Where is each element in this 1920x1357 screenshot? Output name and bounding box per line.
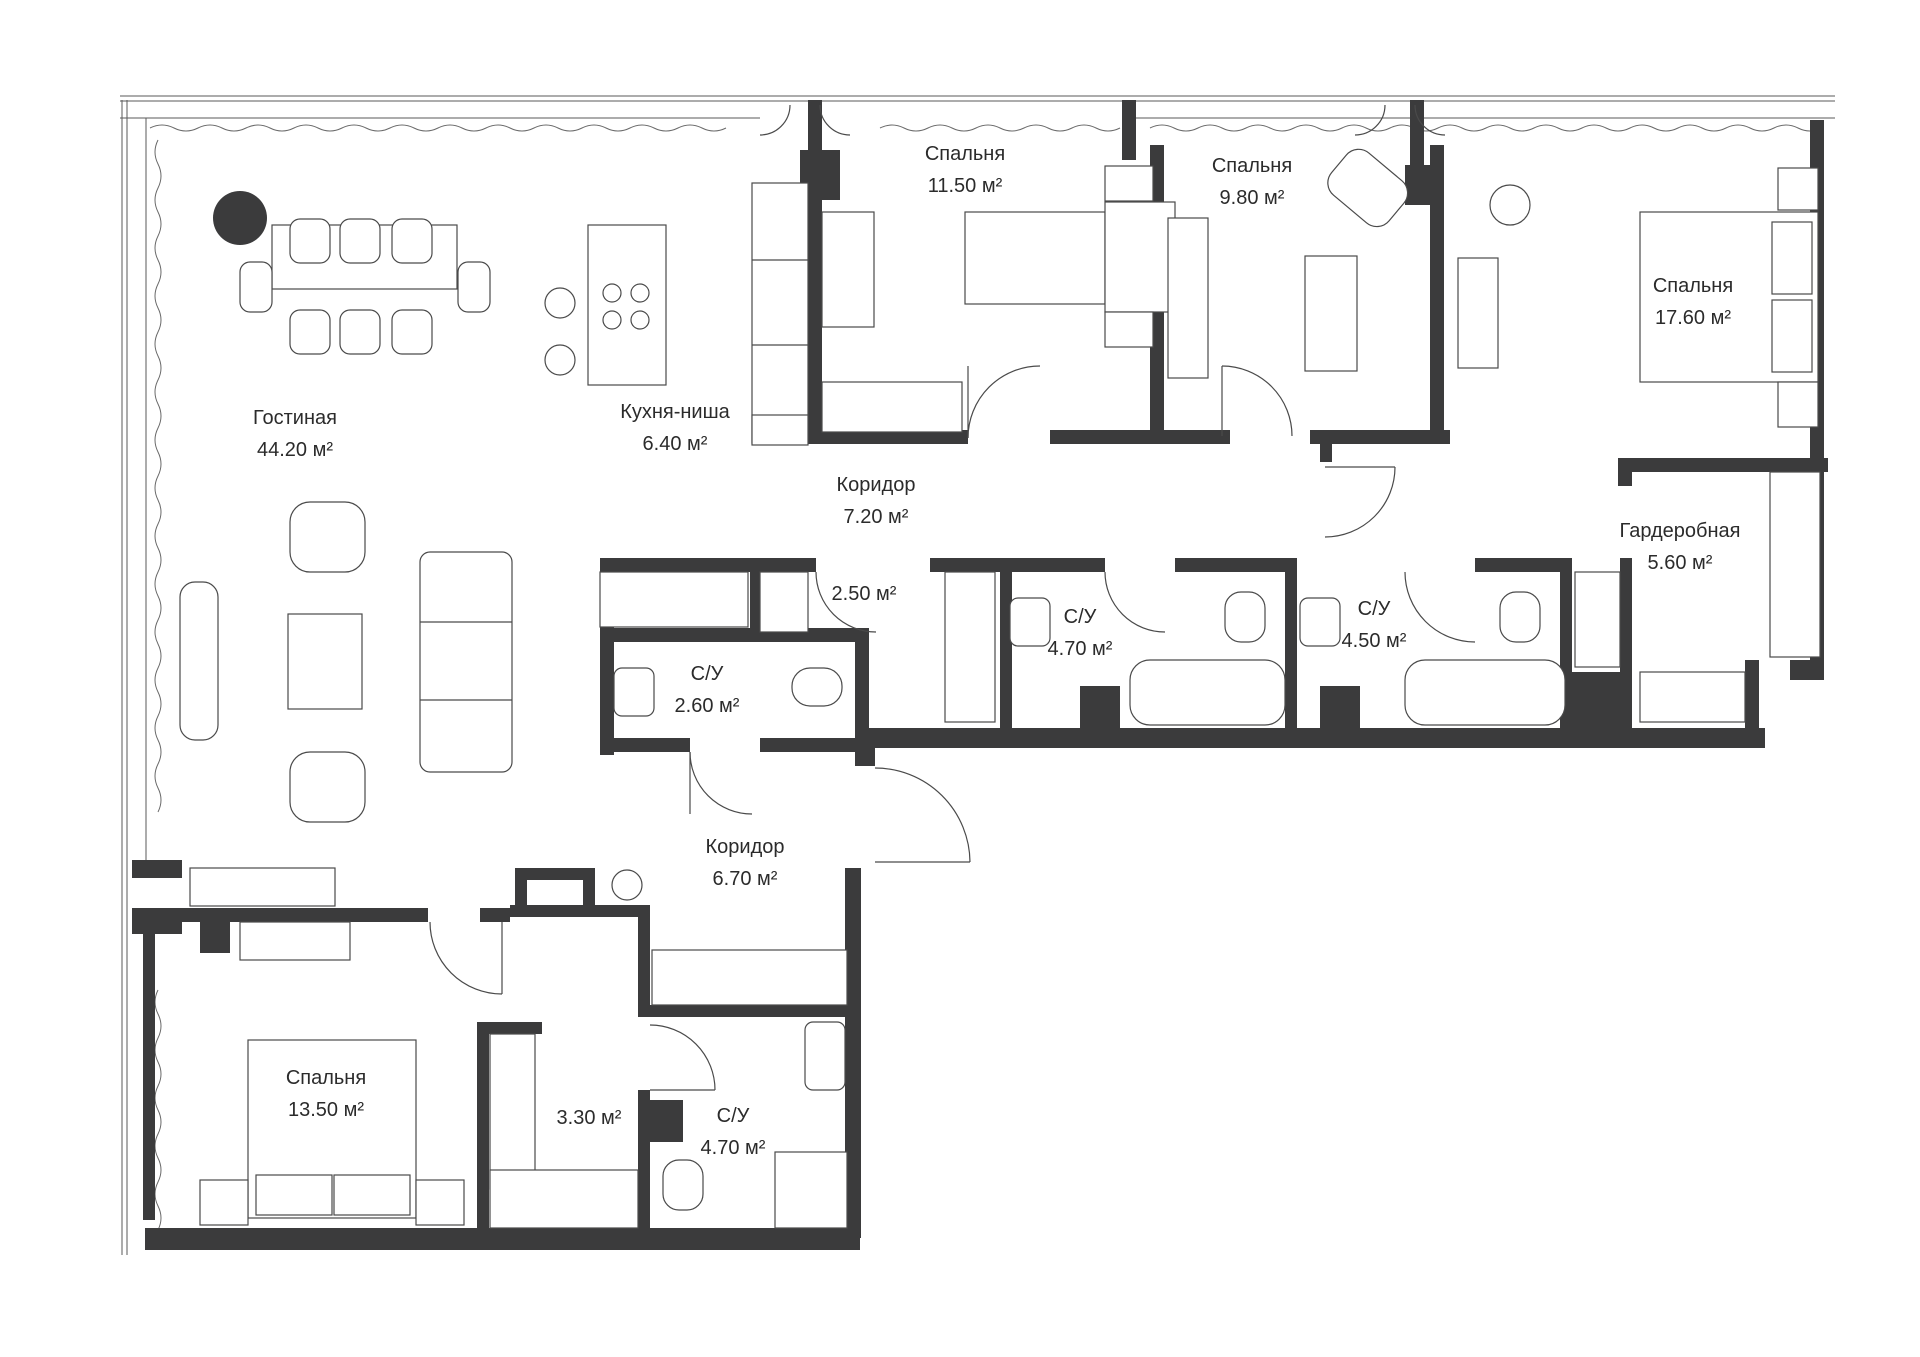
- bed-icon: [1639, 167, 1819, 428]
- room-name-bedroom3: Спальня: [1653, 275, 1733, 297]
- coffee-table-icon: [287, 613, 363, 710]
- hangers-icon: [489, 1169, 639, 1229]
- hangers-icon: [651, 949, 848, 1006]
- room-name-bath1: С/У: [691, 663, 724, 685]
- toilet-icon: [791, 667, 843, 707]
- room-area-wardrobe1: 5.60 м²: [1648, 552, 1713, 574]
- room-name-bedroom2: Спальня: [1212, 155, 1292, 177]
- shower-icon: [774, 1151, 848, 1229]
- wardrobe-icon: [1457, 257, 1499, 369]
- room-name-corridor1: Коридор: [837, 474, 916, 496]
- room-area-storage1: 2.50 м²: [832, 583, 897, 605]
- room-area-living: 44.20 м²: [257, 439, 333, 461]
- armchair-icon: [289, 751, 366, 823]
- hangers-icon: [759, 571, 809, 633]
- kitchen-island-icon: [544, 224, 667, 386]
- glazing-top: [120, 95, 1835, 132]
- sofa-icon: [419, 551, 513, 773]
- room-labels: Гостиная 44.20 м² Кухня-ниша 6.40 м² Спа…: [253, 143, 1740, 1159]
- plant-icon: [213, 191, 267, 245]
- toilet-icon: [662, 1159, 704, 1211]
- sink-icon: [1009, 597, 1051, 647]
- room-name-bedroom1: Спальня: [925, 143, 1005, 165]
- room-name-corridor2: Коридор: [706, 836, 785, 858]
- bed-icon: [199, 1039, 465, 1226]
- room-area-bath4: 4.70 м²: [701, 1137, 766, 1159]
- room-area-corridor2: 6.70 м²: [713, 868, 778, 890]
- furniture: [179, 148, 1821, 1229]
- room-area-bedroom2: 9.80 м²: [1220, 187, 1285, 209]
- desk-icon: [821, 211, 963, 433]
- sink-icon: [804, 1021, 846, 1091]
- room-name-kitchen: Кухня-ниша: [620, 401, 730, 423]
- table-round-icon: [611, 869, 643, 901]
- room-name-wardrobe1: Гардеробная: [1620, 520, 1741, 542]
- room-area-bedroom3: 17.60 м²: [1655, 307, 1731, 329]
- hangers-icon: [1639, 671, 1746, 723]
- room-name-bedroom4: Спальня: [286, 1067, 366, 1089]
- table-round-icon: [1489, 184, 1531, 226]
- bathtub-icon: [1404, 659, 1566, 726]
- toilet-icon: [1224, 591, 1266, 643]
- room-area-bedroom1: 11.50 м²: [928, 175, 1003, 197]
- armchair-icon: [289, 501, 366, 573]
- wardrobe-icon: [239, 921, 351, 961]
- bed-icon: [964, 165, 1176, 348]
- room-area-bath2: 4.70 м²: [1048, 638, 1113, 660]
- radiator-icon: [189, 867, 336, 907]
- shelf-icon: [599, 571, 749, 628]
- kitchen-counter-icon: [751, 182, 809, 446]
- toilet-icon: [1499, 591, 1541, 643]
- desk-icon: [1304, 148, 1409, 372]
- dining-table-icon: [239, 218, 491, 355]
- room-name-bath2: С/У: [1064, 606, 1097, 628]
- hangers-icon: [1769, 471, 1821, 658]
- bathtub-icon: [1129, 659, 1286, 726]
- glazing-left: [121, 100, 162, 1255]
- hangers-icon: [489, 1033, 536, 1190]
- doors: [429, 104, 1476, 1091]
- hangers-icon: [1574, 571, 1621, 668]
- tv-stand-icon: [179, 581, 219, 741]
- room-area-corridor1: 7.20 м²: [844, 506, 909, 528]
- washer-icon: [944, 571, 996, 723]
- sink-icon: [1299, 597, 1341, 647]
- sink-icon: [613, 667, 655, 717]
- radiator-icon: [1167, 217, 1209, 379]
- room-name-bath4: С/У: [717, 1105, 750, 1127]
- room-area-kitchen: 6.40 м²: [643, 433, 708, 455]
- room-area-bath3: 4.50 м²: [1342, 630, 1407, 652]
- walls: [132, 100, 1828, 1250]
- room-name-bath3: С/У: [1358, 598, 1391, 620]
- room-area-bath1: 2.60 м²: [675, 695, 740, 717]
- room-area-bedroom4: 13.50 м²: [288, 1099, 364, 1121]
- room-area-storage2: 3.30 м²: [557, 1107, 622, 1129]
- room-name-living: Гостиная: [253, 407, 337, 429]
